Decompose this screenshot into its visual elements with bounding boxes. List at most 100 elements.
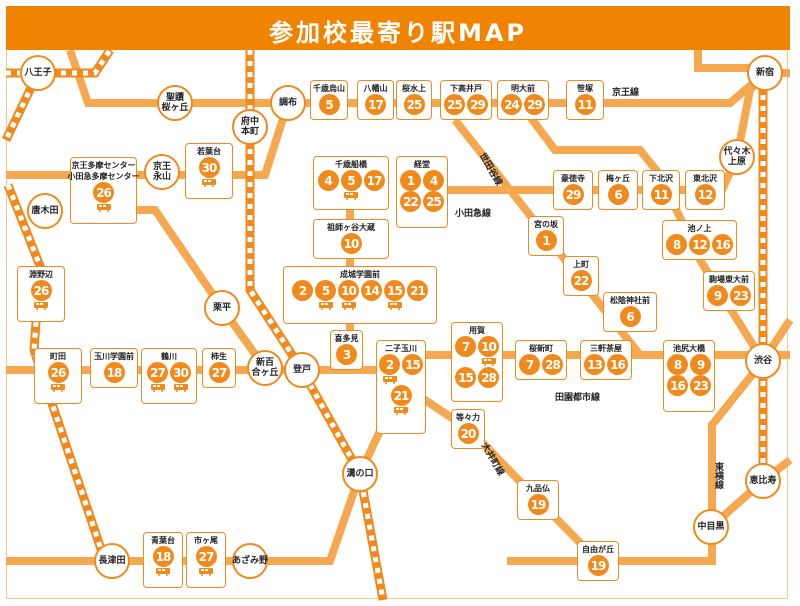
station-name: 柿生 <box>211 352 227 361</box>
school-number: 5 <box>340 170 362 191</box>
station-name: 下北沢 <box>649 174 673 183</box>
page-title: 参加校最寄り駅MAP <box>268 19 528 47</box>
school-row: 11 <box>574 94 596 115</box>
school-number: 27 <box>147 362 168 383</box>
station-name: 池ノ上 <box>687 224 712 233</box>
school-row: 22 <box>570 270 592 291</box>
station-name: 宮の坂 <box>534 220 558 229</box>
bus-icon <box>31 301 52 311</box>
bus-icon <box>341 191 362 201</box>
station-circle: 唐木田 <box>27 193 63 229</box>
station-name: 淵野辺 <box>29 270 53 279</box>
spacer <box>318 191 339 201</box>
school-number: 5 <box>315 280 336 301</box>
station-name: 市ヶ尾 <box>194 536 218 545</box>
spacer <box>361 301 382 311</box>
line-label: 東横線 <box>713 462 723 489</box>
station-name: 青葉台 <box>151 536 175 545</box>
station-circle: 新宿 <box>747 55 783 91</box>
nambu-line <box>245 50 388 601</box>
station-circle: 登戸 <box>284 352 320 388</box>
school-number: 9 <box>707 285 728 306</box>
station-name: 玉川学園前 <box>94 352 134 361</box>
school-row: 27 <box>195 546 217 567</box>
bus-icon <box>153 567 174 577</box>
spacer <box>402 375 423 385</box>
spacer <box>407 301 428 311</box>
school-row: 25 <box>403 94 425 115</box>
school-row: 19 <box>527 494 549 515</box>
school-number: 8 <box>666 234 687 255</box>
station-circle: 恵比寿 <box>745 463 781 499</box>
school-number: 23 <box>690 375 711 396</box>
station-name: 豪徳寺 <box>561 174 585 183</box>
school-number: 10 <box>340 233 362 254</box>
school-number: 25 <box>444 94 465 115</box>
school-row <box>196 567 217 577</box>
school-number: 27 <box>195 546 217 567</box>
bus-icon <box>315 301 336 311</box>
school-row: 11 <box>650 184 672 205</box>
school-row: 18 <box>152 546 174 567</box>
bus-icon <box>48 383 69 393</box>
school-number: 29 <box>467 94 488 115</box>
school-number: 16 <box>667 375 688 396</box>
bus-icon <box>338 301 359 311</box>
school-number: 30 <box>170 362 191 383</box>
station-circle: 栗平 <box>204 290 240 326</box>
school-number: 30 <box>198 157 220 178</box>
school-number: 6 <box>619 306 641 327</box>
station-name: 桜水上 <box>402 84 426 93</box>
bus-icon <box>384 301 405 311</box>
station-name: 梅ヶ丘 <box>606 174 630 183</box>
school-row: 17 <box>365 94 386 115</box>
odakyu-tama-line <box>130 206 269 371</box>
school-number: 22 <box>570 270 592 291</box>
school-number: 1 <box>535 230 557 251</box>
school-row: 10 <box>340 233 362 254</box>
bus-icon <box>93 203 114 213</box>
school-number: 27 <box>208 362 230 383</box>
school-number: 15 <box>455 367 476 388</box>
station-name: 祖師ヶ谷大蔵 <box>327 223 375 232</box>
school-number: 10 <box>338 280 359 301</box>
school-row: 5 <box>318 94 340 115</box>
station-name: 上町 <box>573 260 589 269</box>
station-name: 等々力 <box>456 413 480 422</box>
bus-icon <box>199 178 220 188</box>
station-name: 駒場東大前 <box>709 275 749 284</box>
school-number: 19 <box>527 494 549 515</box>
station-name: 三軒茶屋 <box>590 344 622 353</box>
oimachi-line <box>392 376 601 564</box>
bus-icon <box>478 357 499 367</box>
school-number: 21 <box>407 280 428 301</box>
school-number: 28 <box>478 367 499 388</box>
station-circle: 中目黒 <box>693 509 729 545</box>
bus-icon <box>391 406 412 416</box>
school-row <box>31 301 52 311</box>
station-name: 九品仏 <box>526 484 550 493</box>
school-number: 29 <box>524 94 545 115</box>
